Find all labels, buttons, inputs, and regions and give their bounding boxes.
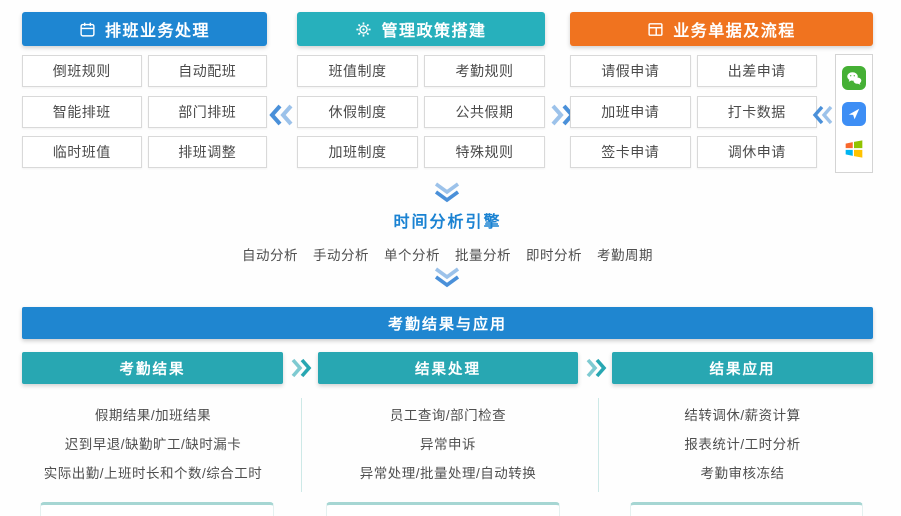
result-bar-processing: 结果处理	[318, 352, 578, 384]
cutoff-box	[326, 502, 560, 516]
column-divider	[301, 398, 302, 492]
forms-item: 请假申请	[570, 55, 691, 87]
scheduling-item: 临时班值	[22, 136, 142, 168]
list-item: 异常申诉	[420, 437, 476, 452]
scheduling-item: 排班调整	[147, 136, 267, 168]
list-item: 结转调休/薪资计算	[684, 408, 801, 423]
cutoff-box	[40, 502, 274, 516]
mini-app-icon	[842, 101, 866, 126]
forms-items-grid: 请假申请 出差申请 加班申请 打卡数据 签卡申请 调休申请	[570, 55, 817, 168]
scheduling-item: 部门排班	[147, 95, 267, 128]
analysis-mode: 批量分析	[455, 248, 511, 263]
list-item: 迟到早退/缺勤旷工/缺时漏卡	[64, 437, 242, 452]
result-processing-list: 员工查询/部门检查 异常申诉 异常处理/批量处理/自动转换	[318, 401, 578, 488]
chevron-right-icon	[289, 357, 313, 379]
calendar-icon	[79, 21, 96, 38]
scheduling-item: 倒班规则	[22, 55, 142, 87]
list-item: 考勤审核冻结	[700, 466, 785, 481]
chevron-down-icon	[432, 182, 462, 203]
scheduling-item: 智能排班	[22, 95, 142, 128]
list-item: 报表统计/工时分析	[684, 437, 801, 452]
list-item: 实际出勤/上班时长和个数/综合工时	[43, 466, 263, 481]
header-scheduling-label: 排班业务处理	[104, 23, 210, 40]
policy-item: 公共假期	[424, 95, 545, 128]
header-forms-label: 业务单据及流程	[673, 23, 796, 40]
chevron-left-icon	[812, 105, 834, 125]
forms-item: 加班申请	[570, 95, 691, 128]
list-item: 假期结果/加班结果	[94, 408, 212, 423]
cutoff-box	[630, 502, 863, 516]
analysis-mode: 考勤周期	[597, 248, 653, 263]
result-application-list: 结转调休/薪资计算 报表统计/工时分析 考勤审核冻结	[612, 401, 873, 488]
channel-icon-column	[835, 54, 873, 173]
forms-item: 出差申请	[696, 55, 817, 87]
header-scheduling: 排班业务处理	[22, 12, 267, 46]
policy-item: 班值制度	[297, 55, 418, 87]
form-icon	[647, 21, 664, 38]
forms-item: 打卡数据	[696, 95, 817, 128]
header-forms: 业务单据及流程	[570, 12, 873, 46]
chevron-down-icon	[432, 267, 462, 288]
chevron-left-icon	[268, 103, 296, 127]
scheduling-items-grid: 倒班规则 自动配班 智能排班 部门排班 临时班值 排班调整	[22, 55, 267, 168]
policy-item: 特殊规则	[424, 136, 545, 168]
scheduling-item: 自动配班	[147, 55, 267, 87]
policy-item: 考勤规则	[424, 55, 545, 87]
list-item: 异常处理/批量处理/自动转换	[359, 466, 537, 481]
policy-items-grid: 班值制度 考勤规则 休假制度 公共假期 加班制度 特殊规则	[297, 55, 545, 168]
policy-item: 加班制度	[297, 136, 418, 168]
result-bar-attendance: 考勤结果	[22, 352, 283, 384]
wechat-icon	[842, 66, 866, 91]
header-policy: 管理政策搭建	[297, 12, 545, 46]
analysis-mode-row: 自动分析 手动分析 单个分析 批量分析 即时分析 考勤周期	[0, 244, 895, 264]
list-item: 员工查询/部门检查	[389, 408, 507, 423]
header-policy-label: 管理政策搭建	[381, 23, 487, 40]
chevron-right-icon	[584, 357, 608, 379]
policy-item: 休假制度	[297, 95, 418, 128]
results-banner: 考勤结果与应用	[22, 307, 873, 339]
result-bar-application: 结果应用	[612, 352, 873, 384]
attendance-result-list: 假期结果/加班结果 迟到早退/缺勤旷工/缺时漏卡 实际出勤/上班时长和个数/综合…	[22, 401, 284, 488]
analysis-mode: 即时分析	[526, 248, 582, 263]
column-divider	[598, 398, 599, 492]
engine-title: 时间分析引擎	[393, 214, 502, 231]
windows-icon	[842, 137, 866, 161]
analysis-mode: 手动分析	[313, 248, 369, 263]
analysis-mode: 自动分析	[242, 248, 298, 263]
forms-item: 签卡申请	[570, 136, 691, 168]
gear-icon	[355, 21, 372, 38]
analysis-mode: 单个分析	[384, 248, 440, 263]
forms-item: 调休申请	[696, 136, 817, 168]
